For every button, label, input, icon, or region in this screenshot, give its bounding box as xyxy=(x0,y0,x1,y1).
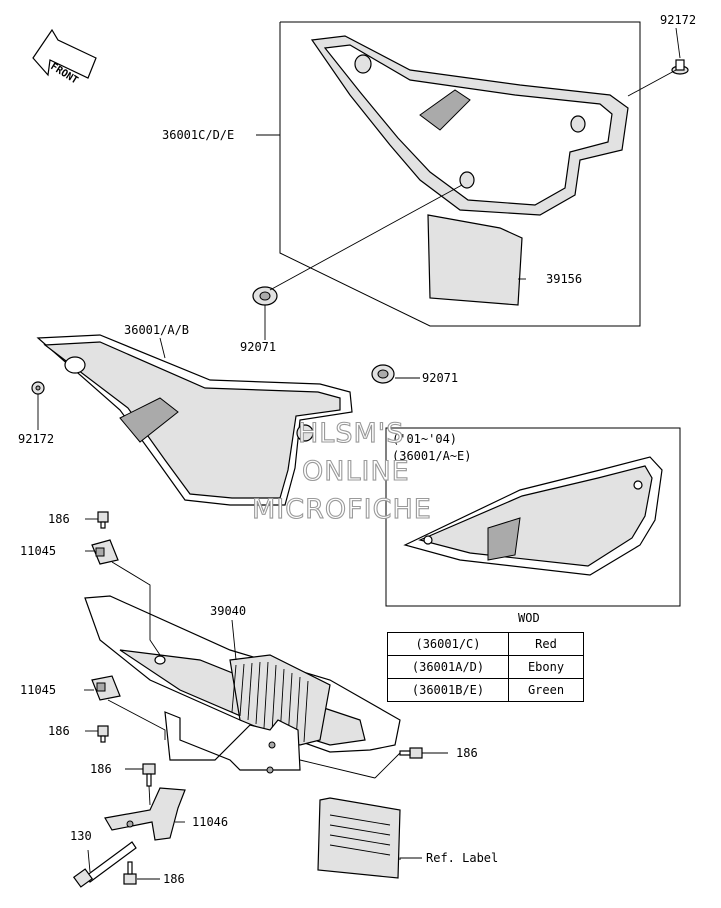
table-row: (36001/C) Red xyxy=(387,632,584,656)
chain-cover-39040 xyxy=(84,595,401,774)
watermark-line-1: HLSM'S xyxy=(298,418,404,449)
callout-11046: 11046 xyxy=(192,815,228,829)
color-name: Red xyxy=(508,632,584,656)
bolt-186-a-icon xyxy=(97,511,109,529)
callout-36001ae: (36001/A~E) xyxy=(392,449,471,463)
callout-130: 130 xyxy=(70,829,92,843)
callout-186-c: 186 xyxy=(90,762,112,776)
color-code: (36001A/D) xyxy=(387,655,509,679)
watermark: HLSM'S ONLINE MICROFICHE xyxy=(251,417,432,525)
callout-36001ab: 36001/A/B xyxy=(124,323,189,337)
callout-39156: 39156 xyxy=(546,272,582,286)
grommet-92071-a-icon xyxy=(252,286,278,306)
callout-186-d: 186 xyxy=(456,746,478,760)
callout-92172-left: 92172 xyxy=(18,432,54,446)
callout-36001cde: 36001C/D/E xyxy=(162,128,234,142)
callout-92172-top: 92172 xyxy=(660,13,696,27)
watermark-line-3: MICROFICHE xyxy=(252,494,432,525)
callout-186-b: 186 xyxy=(48,724,70,738)
screw-92172-left-icon xyxy=(31,381,45,395)
callout-186-e: 186 xyxy=(163,872,185,886)
callout-39040: 39040 xyxy=(210,604,246,618)
leader-lines xyxy=(37,27,681,880)
side-cover-36001ab xyxy=(36,334,353,506)
table-row: (36001B/E) Green xyxy=(387,678,584,702)
color-name: Ebony xyxy=(508,655,584,679)
screw-92172-top-icon xyxy=(671,59,689,75)
color-code: (36001B/E) xyxy=(387,678,509,702)
color-code: (36001/C) xyxy=(387,632,509,656)
grommet-92071-b-icon xyxy=(371,364,395,384)
callout-92071-b: 92071 xyxy=(422,371,458,385)
color-name: Green xyxy=(508,678,584,702)
callout-ref-label: Ref. Label xyxy=(426,851,498,865)
bolt-186-e-icon xyxy=(123,861,137,885)
bracket-11046-icon xyxy=(104,787,186,841)
ref-label-icon xyxy=(317,797,401,879)
label-pad-39156 xyxy=(427,214,523,306)
watermark-line-2: ONLINE xyxy=(302,456,410,487)
bracket-11045-a-icon xyxy=(91,539,119,565)
callout-186-a: 186 xyxy=(48,512,70,526)
callout-years: ('01~'04) xyxy=(392,432,457,446)
side-cover-inset xyxy=(403,456,663,576)
front-arrow-icon: FRONT xyxy=(32,28,97,86)
bracket-11045-b-icon xyxy=(91,675,121,701)
bolt-186-b-icon xyxy=(97,725,109,743)
callout-92071-a: 92071 xyxy=(240,340,276,354)
table-row: (36001A/D) Ebony xyxy=(387,655,584,679)
color-table: (36001/C) Red (36001A/D) Ebony (36001B/E… xyxy=(387,632,584,702)
bolt-186-c-icon xyxy=(142,763,156,787)
bolt-130-icon xyxy=(72,841,137,888)
bolt-186-d-icon xyxy=(399,747,423,759)
kit-frame-top xyxy=(279,21,641,327)
callout-11045-a: 11045 xyxy=(20,544,56,558)
inset-frame xyxy=(385,427,681,607)
callout-11045-b: 11045 xyxy=(20,683,56,697)
side-cover-36001cde xyxy=(310,35,629,216)
color-table-title: WOD xyxy=(518,611,540,625)
